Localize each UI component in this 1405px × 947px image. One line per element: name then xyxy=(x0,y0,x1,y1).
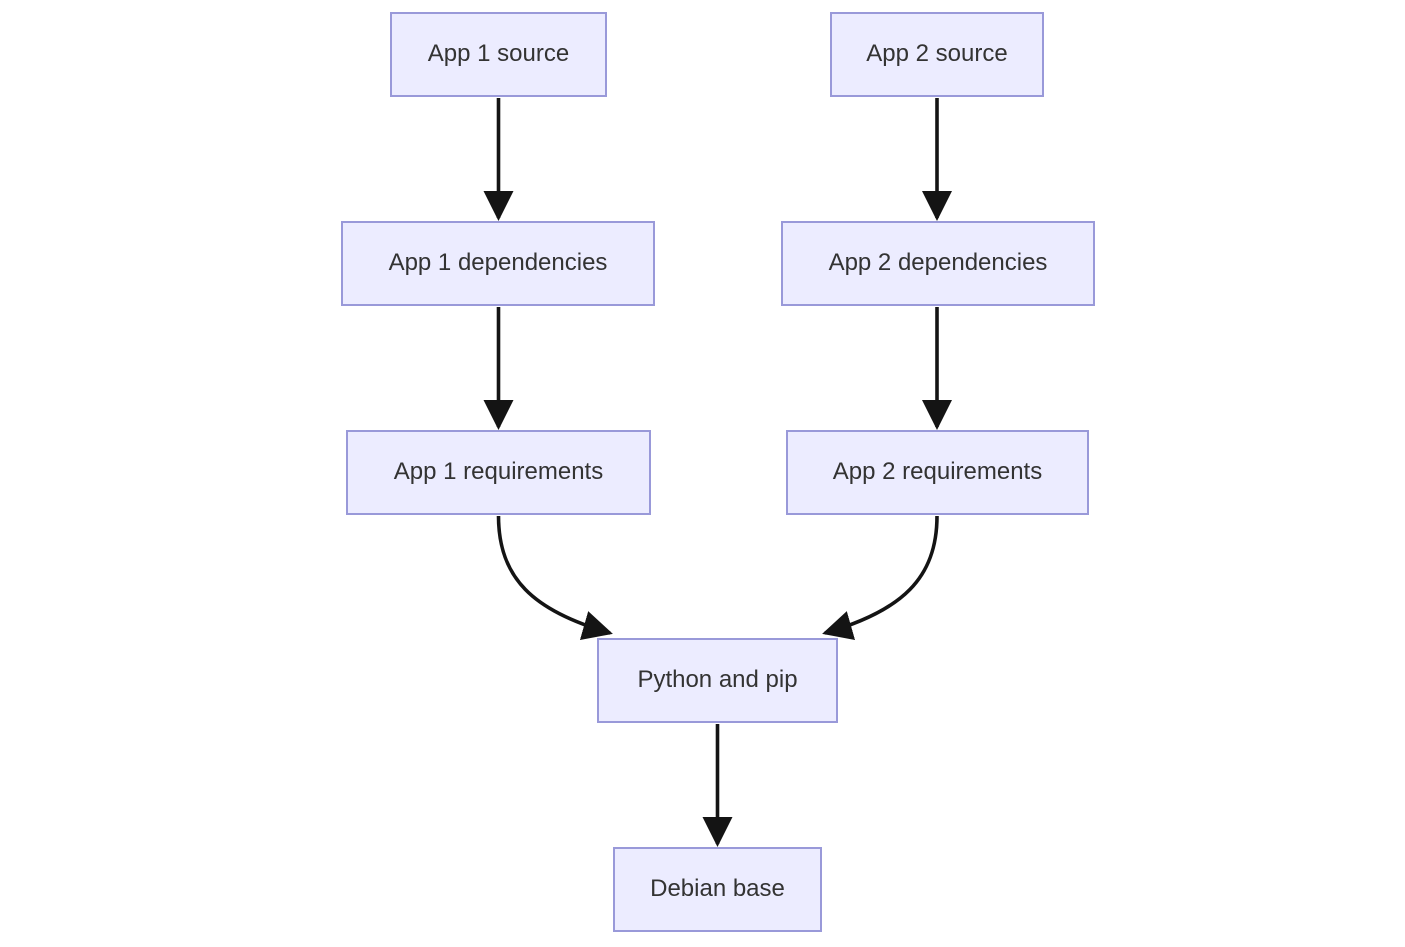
node-python-and-pip: Python and pip xyxy=(597,638,838,723)
node-app1-dependencies: App 1 dependencies xyxy=(341,221,655,306)
node-app1-requirements: App 1 requirements xyxy=(346,430,651,515)
node-label: Debian base xyxy=(650,875,785,903)
node-label: App 2 source xyxy=(866,40,1008,68)
node-app2-source: App 2 source xyxy=(830,12,1044,97)
node-label: App 2 requirements xyxy=(832,458,1043,486)
node-label: App 2 dependencies xyxy=(828,249,1048,277)
node-app1-source: App 1 source xyxy=(390,12,607,97)
node-app2-dependencies: App 2 dependencies xyxy=(781,221,1095,306)
edge-app1-requirements-to-python-and-pip xyxy=(496,515,613,640)
node-label: App 1 source xyxy=(427,40,570,68)
node-label: Python and pip xyxy=(637,666,798,694)
node-label: App 1 requirements xyxy=(393,458,604,486)
node-label: App 1 dependencies xyxy=(388,249,608,277)
node-debian-base: Debian base xyxy=(613,847,822,932)
edge-app2-requirements-to-python-and-pip xyxy=(822,515,939,640)
node-app2-requirements: App 2 requirements xyxy=(786,430,1089,515)
